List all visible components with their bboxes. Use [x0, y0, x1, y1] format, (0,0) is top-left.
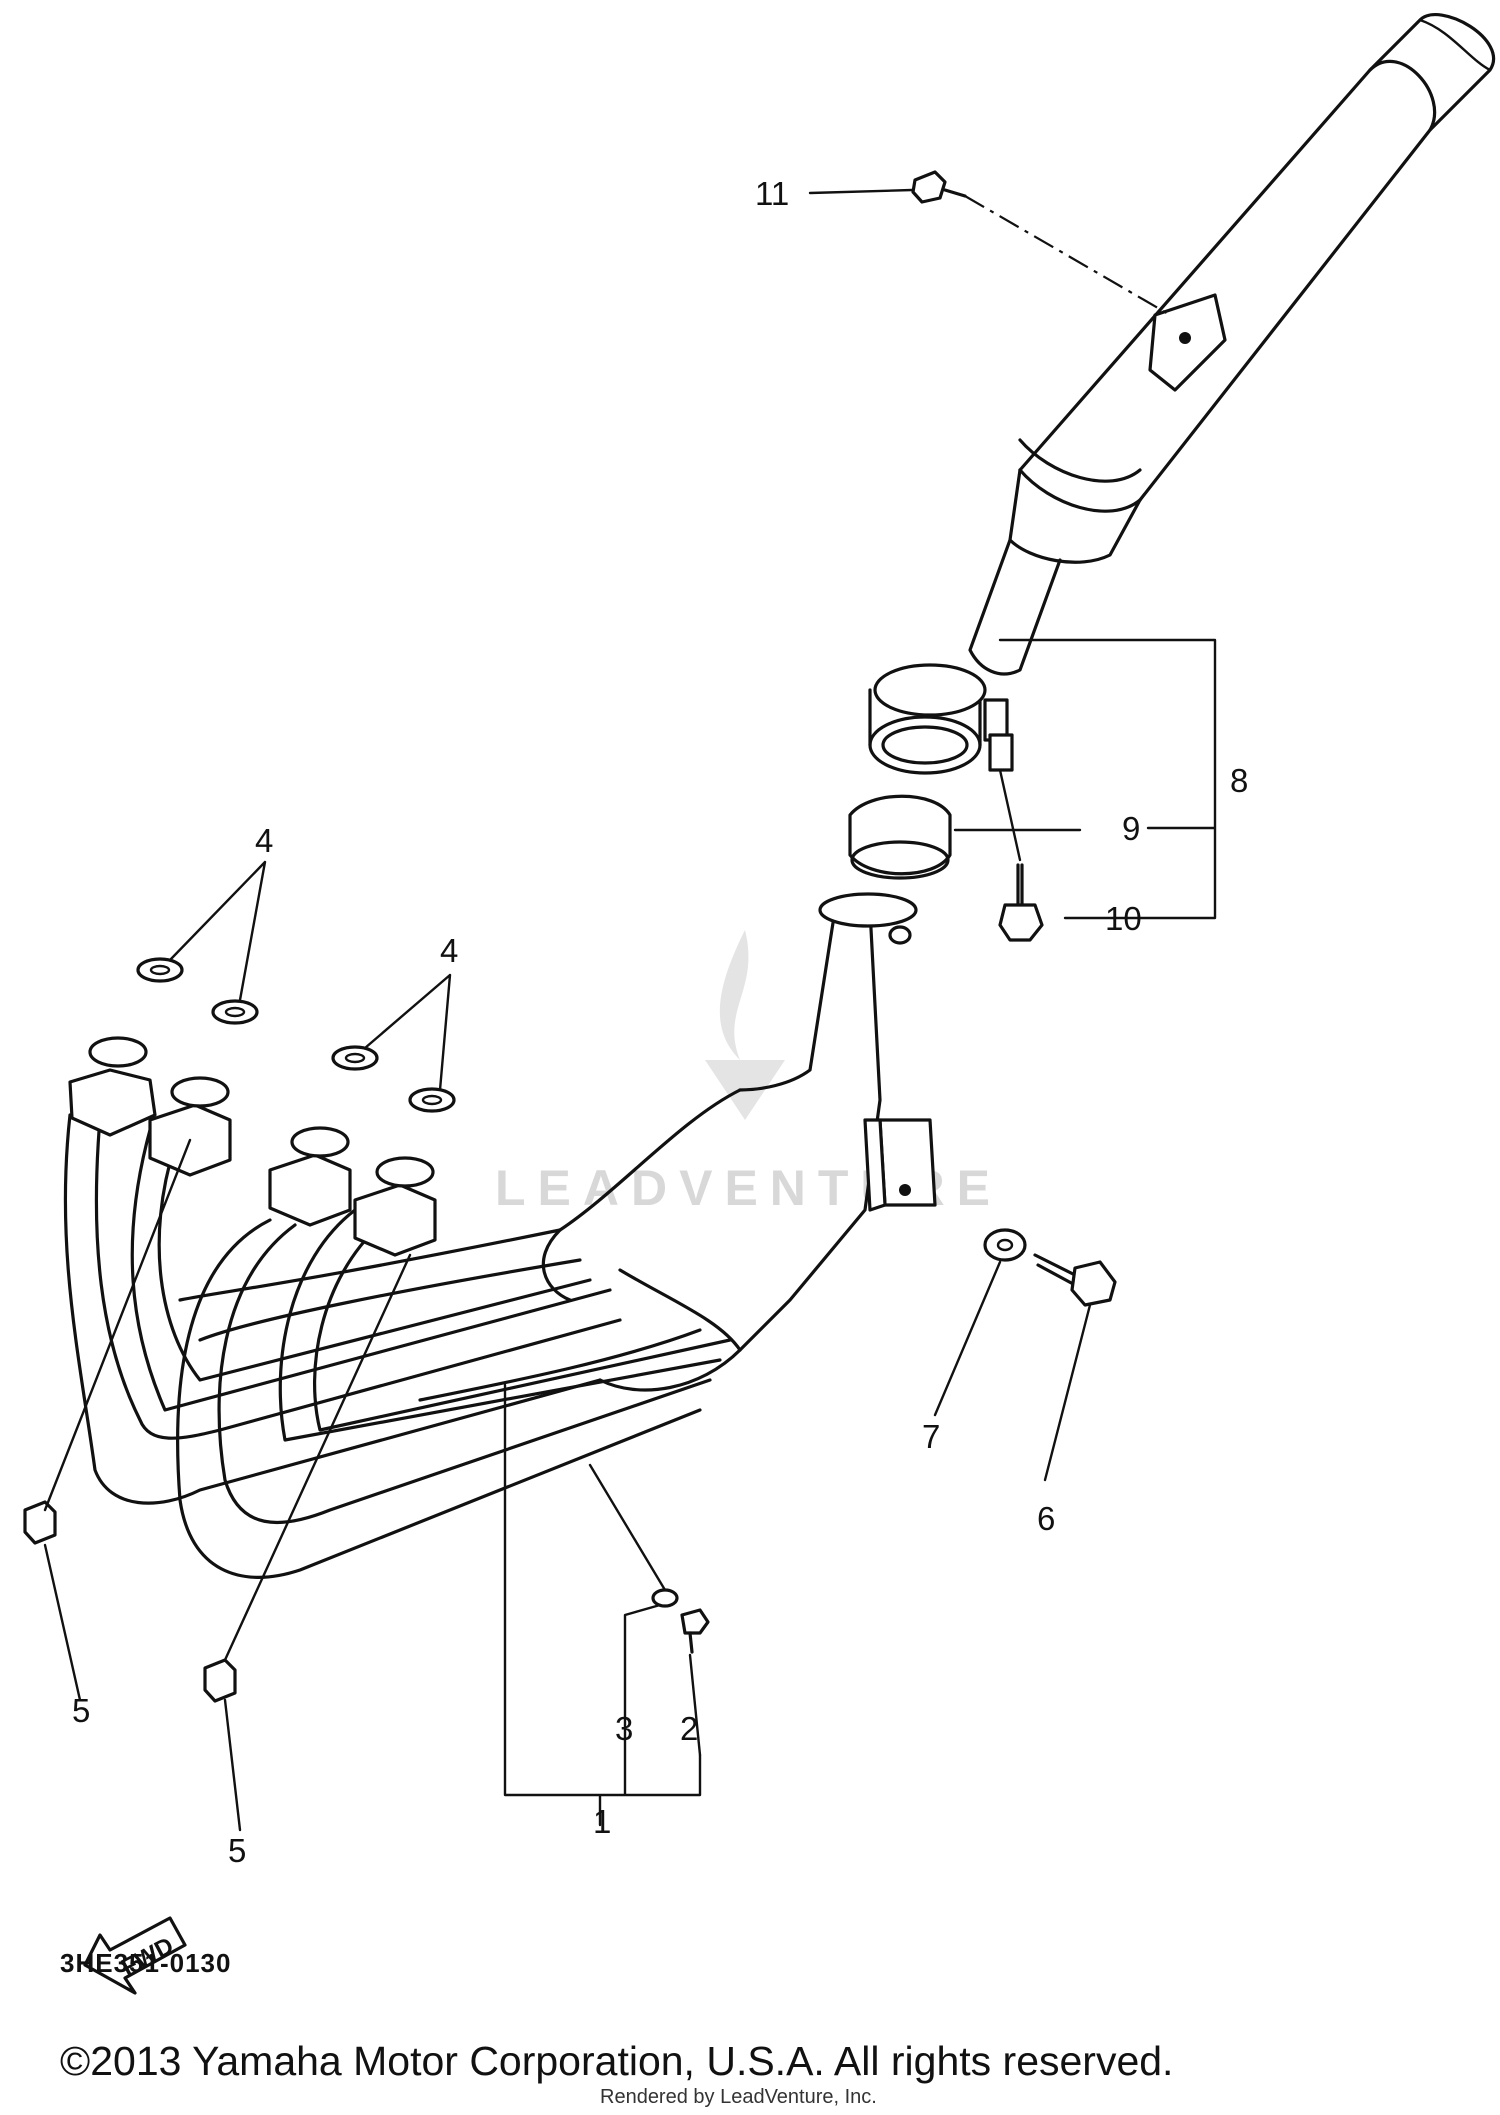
bolt-2: [680, 1608, 710, 1654]
callout-6: 6: [1037, 1500, 1055, 1537]
callout-1: 1: [593, 1803, 611, 1840]
callout-4-left: 4: [255, 822, 273, 859]
flange-2: [148, 1076, 232, 1177]
bolt-6: [1033, 1253, 1117, 1307]
callout-7: 7: [922, 1418, 940, 1455]
gasket-9: [848, 794, 952, 880]
callout-4-right: 4: [440, 932, 458, 969]
gasket-4-b: [211, 999, 259, 1025]
muffler: [968, 13, 1495, 676]
clamp: [868, 663, 1014, 775]
rendered-by-text: Rendered by LeadVenture, Inc.: [600, 2086, 877, 2108]
copyright-text: ©2013 Yamaha Motor Corporation, U.S.A. A…: [60, 2038, 1174, 2084]
flange-4: [353, 1156, 437, 1257]
callout-8: 8: [1230, 762, 1248, 799]
flange-3: [268, 1126, 352, 1227]
bolt-11: [911, 170, 967, 204]
callout-5-left: 5: [72, 1692, 90, 1729]
callout-11: 11: [755, 175, 789, 212]
flange-1: [68, 1036, 157, 1137]
gasket-4-d: [408, 1087, 456, 1113]
leader-lines: [43, 188, 1217, 1832]
nut-5-a: [23, 1500, 57, 1545]
bolt-10: [998, 863, 1044, 942]
collector: [541, 892, 937, 1392]
gasket-4-c: [331, 1045, 379, 1071]
callout-3: 3: [615, 1710, 633, 1747]
callout-10: 10: [1105, 900, 1142, 937]
callout-5-right: 5: [228, 1832, 246, 1869]
washer-7: [983, 1228, 1027, 1262]
gasket-4-a: [136, 957, 184, 983]
diagram-code: 3HE351-0130: [60, 1948, 232, 1978]
bolt-11-leader: [964, 195, 1171, 316]
callout-2: 2: [680, 1710, 698, 1747]
nut-5-b: [203, 1658, 237, 1703]
washer-3: [651, 1588, 679, 1608]
callout-9: 9: [1122, 810, 1140, 847]
